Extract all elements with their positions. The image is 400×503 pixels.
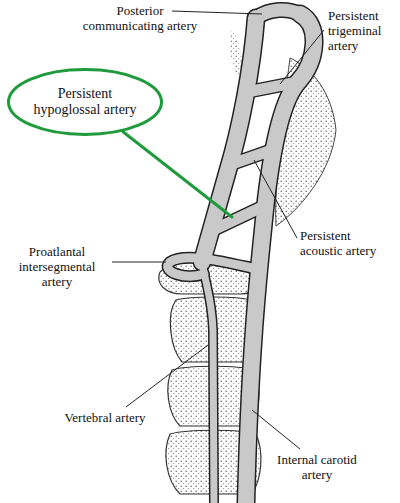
- ellipse-outline: [9, 70, 162, 135]
- callout-text: Persistent hypoglossal artery: [29, 86, 141, 118]
- vessel-outline: [168, 258, 252, 276]
- part-label: Posterior communicating artery: [80, 3, 200, 33]
- leader-line: [254, 160, 297, 238]
- vessel-outline: [246, 14, 314, 503]
- highlight-leader: [123, 132, 232, 217]
- leader-line: [112, 262, 166, 263]
- acoustic-vessel: [229, 150, 272, 165]
- part-label: Persistent acoustic artery: [300, 228, 382, 258]
- callout-ellipse: Persistent hypoglossal artery: [7, 68, 163, 136]
- leader-line: [252, 410, 300, 449]
- part-label: Vertebral artery: [60, 410, 150, 425]
- leader-lines: [112, 11, 324, 449]
- hypoglossal-vessel: [209, 206, 264, 232]
- vessel-outline: [202, 262, 214, 503]
- vessel-fills: [168, 10, 314, 503]
- internal-carotid-vessel: [246, 14, 314, 503]
- trigeminal-vessel: [247, 82, 298, 92]
- vessel-outlines: [168, 10, 314, 503]
- leader-line: [126, 345, 208, 407]
- part-label: Proatlantal intersegmental artery: [4, 244, 110, 289]
- part-label: Internal carotid artery: [262, 452, 372, 482]
- part-label: Persistent trigeminal artery: [328, 8, 396, 53]
- vertebral-vessel: [202, 262, 214, 503]
- leader-line: [172, 11, 262, 14]
- leader-line: [280, 30, 324, 84]
- proatlantal-vessel: [168, 258, 252, 276]
